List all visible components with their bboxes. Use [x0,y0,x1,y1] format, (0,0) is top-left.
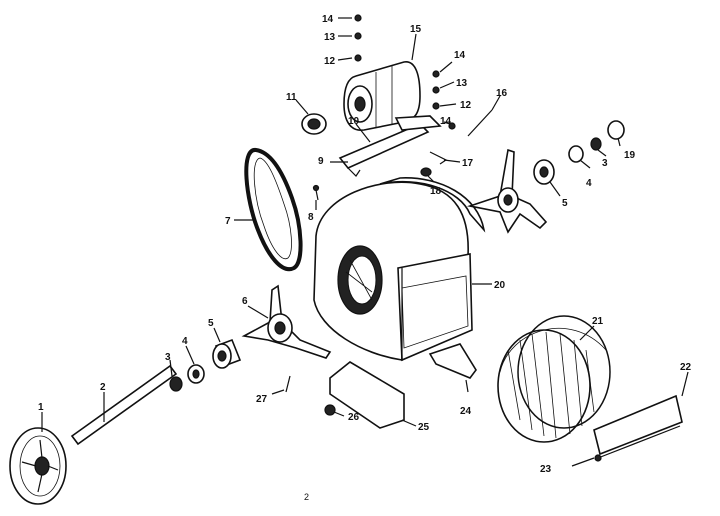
mounting-bracket-part [329,343,477,429]
callout-14-top: 14 [322,14,334,25]
callout-23: 23 [540,464,552,475]
callout-5: 5 [208,318,214,329]
callout-12-right: 12 [460,100,472,111]
callout-1: 1 [38,402,44,413]
callout-labels: 1 2 3 4 5 6 7 8 9 10 11 12 12 13 13 14 1… [38,14,692,502]
collar-right-part [590,137,602,151]
motor-bracket-part [338,123,430,177]
cutoff-plate-part [593,394,683,462]
callout-19: 19 [624,150,636,161]
callout-8: 8 [308,212,314,223]
callout-4: 4 [182,336,188,347]
nut-right-part [607,120,625,140]
callout-13-top: 13 [324,32,336,43]
callout-2: 2 [100,382,106,393]
bearing-left-part [212,338,242,369]
callout-12-top: 12 [324,56,336,67]
pin-part [467,109,493,137]
callout-14-lower: 14 [440,116,452,127]
callout-26: 26 [348,412,360,423]
nut-part [324,404,336,416]
callout-25: 25 [418,422,430,433]
blower-wheel-part [497,315,611,443]
callout-20: 20 [494,280,506,291]
bearing-nut-right-part [568,145,584,163]
callout-7: 7 [225,216,231,227]
pulley-part [9,427,67,505]
fasteners-part [354,14,456,130]
callout-3: 3 [165,352,171,363]
callout-5-right: 5 [562,198,568,209]
callout-17: 17 [462,158,474,169]
footer-mark: 2 [304,492,309,502]
callout-11: 11 [286,92,297,103]
callout-3-right: 3 [602,158,608,169]
callout-24: 24 [460,406,472,417]
screw-part [315,189,319,201]
grommet-part [420,167,432,177]
callout-15: 15 [410,24,422,35]
shaft-part [70,364,178,446]
clip-part [429,151,448,165]
callout-14-right: 14 [454,50,466,61]
callout-16: 16 [496,88,508,99]
callout-10: 10 [348,116,360,127]
callout-21: 21 [592,316,604,327]
leader-lines [41,17,689,467]
callout-6: 6 [242,296,248,307]
callout-18: 18 [430,186,442,197]
blower-housing-part [313,177,486,362]
bearing-bracket-left-part [241,284,332,359]
callout-27: 27 [256,394,268,405]
callout-13-right: 13 [456,78,468,89]
motor-pulley-part [301,113,327,135]
callout-4-right: 4 [586,178,592,189]
callout-22: 22 [680,362,692,373]
motor-part [343,61,442,131]
bearing-bracket-right-part [466,148,548,234]
callout-9: 9 [318,156,324,167]
bearing-right-part [533,159,555,185]
bolt-part [285,375,291,393]
collar-left-part [169,376,183,392]
belt-part [244,148,303,272]
